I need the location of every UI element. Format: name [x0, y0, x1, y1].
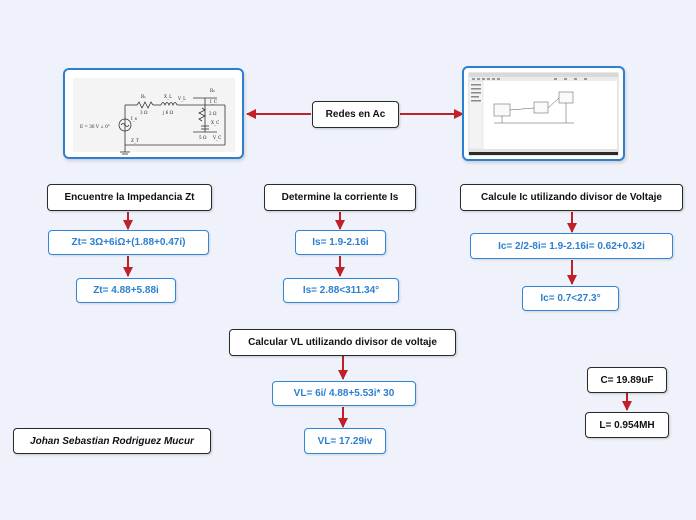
ic-step-2-label: Ic= 0.7<27.3° — [540, 293, 601, 304]
impedance-step-2[interactable]: Zt= 4.88+5.88i — [76, 278, 176, 303]
ic-step-2[interactable]: Ic= 0.7<27.3° — [522, 286, 619, 311]
capacitance-label: C= 19.89uF — [600, 374, 654, 386]
ic-step-1[interactable]: Ic= 2/2-8i= 1.9-2.16i= 0.62+0.32i — [470, 233, 673, 259]
root-topic[interactable]: Redes en Ac — [312, 101, 399, 128]
topic-capacitance[interactable]: C= 19.89uF — [587, 367, 667, 393]
zt-label: Z_T — [131, 138, 139, 143]
current-step-1-label: Is= 1.9-2.16i — [312, 237, 369, 248]
current-step-2-label: Is= 2.88<311.34° — [302, 285, 380, 296]
impedance-step-1-label: Zt= 3Ω+6iΩ+(1.88+0.47i) — [71, 237, 186, 248]
root-topic-label: Redes en Ac — [325, 109, 386, 120]
r2-label: R₂ — [210, 88, 215, 93]
topic-impedance[interactable]: Encuentre la Impedancia Zt — [47, 184, 212, 211]
ic-step-1-label: Ic= 2/2-8i= 1.9-2.16i= 0.62+0.32i — [498, 240, 645, 252]
is-label: I_s — [131, 116, 137, 121]
topic-ic-label: Calcule Ic utilizando divisor de Voltaje — [481, 192, 662, 203]
impedance-step-1[interactable]: Zt= 3Ω+6iΩ+(1.88+0.47i) — [48, 230, 209, 255]
vl-step-2[interactable]: VL= 17.29iv — [304, 428, 386, 454]
vl-label: V_L — [177, 96, 186, 101]
vc-label: V_C — [212, 135, 221, 140]
xc-value: 5 Ω — [199, 135, 207, 140]
vl-step-1-label: VL= 6i/ 4.88+5.53i* 30 — [293, 388, 395, 399]
topic-inductance[interactable]: L= 0.954MH — [585, 412, 669, 438]
topic-ic[interactable]: Calcule Ic utilizando divisor de Voltaje — [460, 184, 683, 211]
vl-step-2-label: VL= 17.29iv — [317, 435, 373, 447]
topic-vl-label: Calcular VL utilizando divisor de voltaj… — [248, 337, 437, 348]
author-node[interactable]: Johan Sebastian Rodriguez Mucur — [13, 428, 211, 454]
topic-current-label: Determine la corriente Is — [281, 192, 399, 203]
xl-label: X_L — [164, 94, 172, 99]
ic-label: I_C — [210, 99, 217, 104]
current-step-2[interactable]: Is= 2.88<311.34° — [283, 278, 399, 303]
simulation-screenshot-image[interactable] — [462, 66, 625, 161]
author-label: Johan Sebastian Rodriguez Mucur — [30, 435, 194, 447]
r1-label: R₁ — [141, 94, 146, 99]
xc-label: X_C — [211, 120, 219, 125]
simulator-window-thumbnail — [468, 72, 619, 156]
r1-value: 3 Ω — [140, 110, 148, 115]
current-step-1[interactable]: Is= 1.9-2.16i — [295, 230, 386, 255]
circuit-schematic: E = 30 V ∠ 0° R₁ 3 Ω X_L j 6 Ω V_L R₂ 2 … — [73, 78, 235, 155]
topic-impedance-label: Encuentre la Impedancia Zt — [64, 192, 195, 203]
impedance-step-2-label: Zt= 4.88+5.88i — [93, 285, 159, 296]
vl-step-1[interactable]: VL= 6i/ 4.88+5.53i* 30 — [272, 381, 416, 406]
r2-value: 2 Ω — [209, 111, 217, 116]
circuit-diagram-image[interactable]: E = 30 V ∠ 0° R₁ 3 Ω X_L j 6 Ω V_L R₂ 2 … — [63, 68, 244, 159]
source-label: E = 30 V ∠ 0° — [80, 124, 110, 129]
topic-vl[interactable]: Calcular VL utilizando divisor de voltaj… — [229, 329, 456, 356]
xl-value: j 6 Ω — [162, 110, 174, 115]
topic-current[interactable]: Determine la corriente Is — [264, 184, 416, 211]
inductance-label: L= 0.954MH — [599, 419, 655, 431]
